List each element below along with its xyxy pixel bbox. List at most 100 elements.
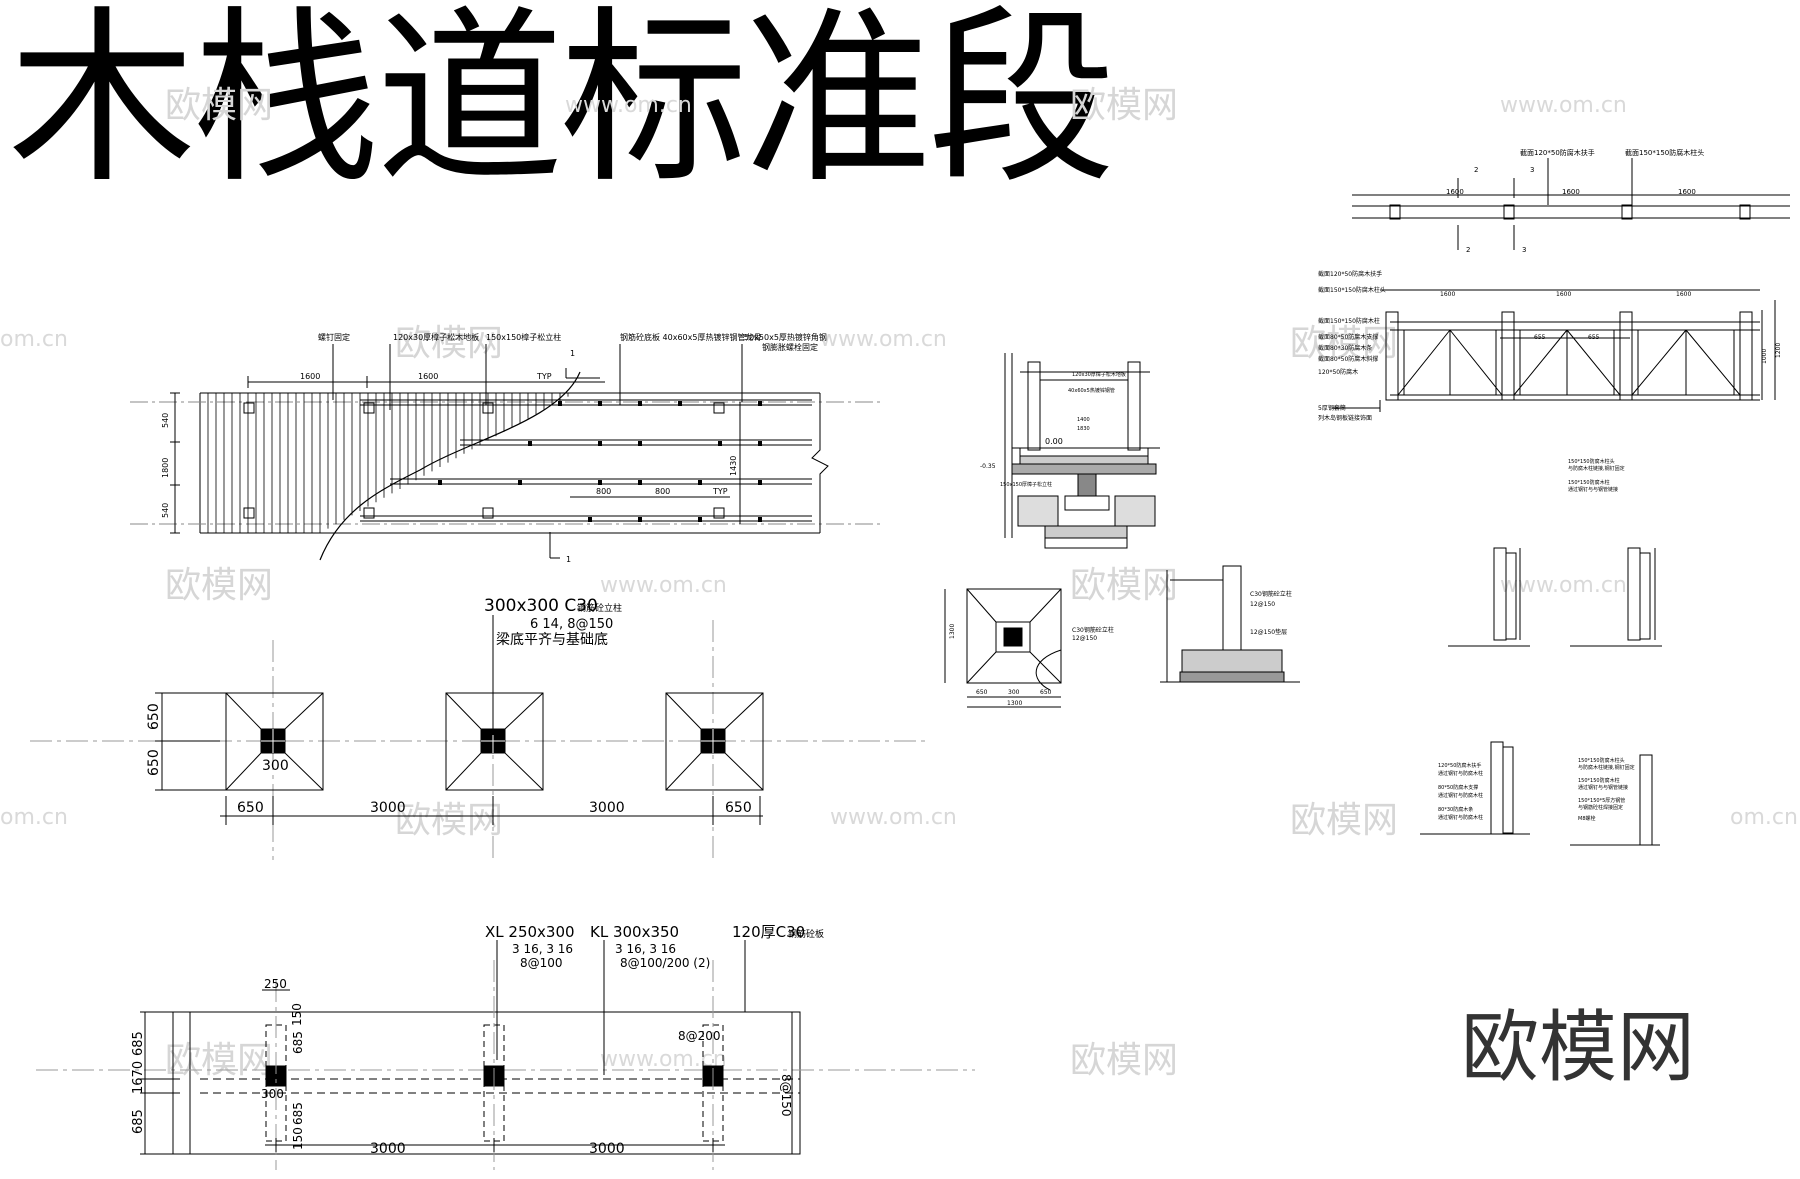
railing-dim: 1600: [1446, 188, 1464, 196]
slab-label-suffix: 钢筋砼板: [788, 928, 824, 940]
plan-dim: 1600: [300, 372, 320, 381]
footing-slope: [225, 752, 262, 791]
beam-dim: 150: [290, 1003, 304, 1026]
watermark-url: www.om.cn: [1500, 93, 1627, 118]
footing-dim: 300: [262, 758, 289, 774]
watermark-cn: 欧模网: [1070, 565, 1178, 606]
railing-plan: [1352, 158, 1790, 250]
plan-label: 120x30厚樟子松木地板: [393, 332, 479, 342]
watermarks: 欧模网 www.om.cn 欧模网 www.om.cn om.cn 欧模网 ww…: [0, 85, 1798, 1081]
anchor-bolt: [588, 517, 592, 522]
footing-note: 梁底平齐与基础底: [496, 631, 608, 648]
watermark-cn: 欧模网: [1290, 323, 1398, 364]
watermark-cn: 欧模网: [395, 800, 503, 841]
railing-plan-text: 截面120*50防腐木扶手 截面150*150防腐木柱头 1600 1600 1…: [1446, 148, 1704, 254]
plan-dim: 1430: [729, 456, 738, 476]
footing-detail-label: 12@150: [1072, 635, 1097, 642]
footing-dim: 3000: [370, 800, 406, 816]
section-label: 40x60x5热镀锌钢管: [1068, 387, 1115, 394]
footing-dim: 650: [146, 749, 162, 776]
anchor-bolt: [758, 480, 762, 485]
beam-kl-stirrup: 8@100/200 (2): [620, 956, 710, 970]
footing-detail-dim: 650: [976, 689, 988, 696]
beam-plan-text: XL 250x300 3 16, 3 16 8@100 KL 300x350 3…: [131, 923, 824, 1157]
watermark-url: om.cn: [0, 327, 68, 352]
footing-detail-dim: 1300: [949, 624, 956, 639]
railing-elev-label: 截面120*50防腐木扶手: [1318, 270, 1382, 278]
anchor-bolt: [518, 480, 522, 485]
footing-outline: [665, 692, 764, 791]
side-detail-label: C30钢筋砼立柱: [1250, 590, 1292, 598]
detail-note: 80*30防腐木条: [1438, 806, 1473, 813]
beam-dim: 1670: [131, 1061, 146, 1094]
detail-note: 通过钢钉与防腐木柱: [1438, 770, 1483, 777]
railing-elev-dim: 655: [1588, 334, 1600, 341]
beam-dim: 150: [291, 1127, 305, 1150]
railing-elev-label: 5厚钢套筒: [1318, 404, 1346, 412]
footing-dim: 650: [725, 800, 752, 816]
brace: [1685, 329, 1741, 396]
detail-note: 与钢筋砼柱焊接固定: [1578, 804, 1623, 811]
plan-dim: 1600: [418, 372, 438, 381]
railing-elev-label: 截面80*50防腐木斜撑: [1318, 355, 1378, 363]
footing-slope: [284, 692, 324, 730]
side-detail-label: 12@150垫层: [1250, 628, 1287, 636]
railing-elev-label: 120*50防腐木: [1318, 368, 1358, 376]
beam-dim: 685: [131, 1031, 146, 1056]
anchor-bolt: [758, 517, 762, 522]
railing-elev-dim: 1200: [1775, 343, 1782, 358]
footing-detail-label: C30钢筋砼立柱: [1072, 626, 1114, 634]
beam-plan: [36, 940, 975, 1170]
anchor-bolt: [598, 401, 602, 406]
anchor-bolts: [438, 401, 762, 522]
deck-boards: [207, 393, 569, 533]
footing-slope: [504, 692, 544, 730]
brace: [1566, 329, 1621, 396]
plan-dim: 800: [655, 487, 670, 496]
page-title: 木栈道标准段: [8, 0, 1116, 209]
section-mark: 3: [1522, 246, 1526, 254]
beam-xl-label: XL 250x300: [485, 923, 575, 941]
footing-slope: [665, 692, 702, 730]
railing-details-text: 150*150防腐木柱头 与防腐木柱链接,钢钉固定 150*150防腐木柱 通过…: [1438, 458, 1635, 822]
railing-elev-dim: 655: [1534, 334, 1546, 341]
railing-elev-dim: 1600: [1440, 291, 1455, 298]
anchor-bolt: [558, 401, 562, 406]
detail-note: 120*50防腐木扶手: [1438, 762, 1481, 769]
railing-elev-label: 截面80*30防腐木条: [1318, 344, 1372, 352]
anchor-bolt: [528, 441, 532, 446]
section-mark: 2: [1466, 246, 1470, 254]
footing-detail-dim: 1300: [1007, 700, 1022, 707]
watermark-cn: 欧模网: [165, 85, 273, 126]
footing-dim: 650: [237, 800, 264, 816]
detail-note: 通过钢钉与防腐木柱: [1438, 792, 1483, 799]
detail-note: 150*150防腐木柱: [1568, 479, 1610, 486]
anchor-bolt: [638, 441, 642, 446]
detail-note: 通过钢钉与与钢管链接: [1568, 486, 1618, 493]
section-1-1-text: 120x30厚樟子松木地板 40x60x5热镀锌钢管 1400 1830 0.0…: [980, 371, 1126, 488]
anchor-bolt: [758, 441, 762, 446]
railing-elev-label: 截面80*50防腐木支撑: [1318, 333, 1378, 341]
detail-note: 150*150防腐木柱: [1578, 777, 1620, 784]
brace: [1513, 329, 1568, 396]
footing-dim: 650: [146, 703, 162, 730]
footing-rebar: 6 14, 8@150: [530, 617, 613, 632]
watermark-cn: 欧模网: [1290, 800, 1398, 841]
plan-dim: 540: [161, 413, 170, 428]
section-mark: 1: [570, 349, 575, 358]
beam-dim: 300: [261, 1087, 284, 1101]
anchor-bolt: [638, 517, 642, 522]
anchor-bolt: [598, 480, 602, 485]
section-label: 150x150厚樟子松立柱: [1000, 481, 1052, 488]
brace: [1397, 329, 1451, 396]
slab-rebar: 8@200: [678, 1029, 721, 1043]
column-footing-detail: [944, 565, 1300, 708]
watermark-url: www.om.cn: [600, 573, 727, 598]
footing-column-label-suffix: 钢筋砼立柱: [577, 602, 622, 614]
beam-xl-rebar: 3 16, 3 16: [512, 942, 573, 956]
plan-label: 钢膨胀螺栓固定: [762, 342, 818, 352]
anchor-bolt: [718, 441, 722, 446]
footing-slope: [445, 752, 482, 791]
watermark-cn: 欧模网: [165, 1040, 273, 1081]
